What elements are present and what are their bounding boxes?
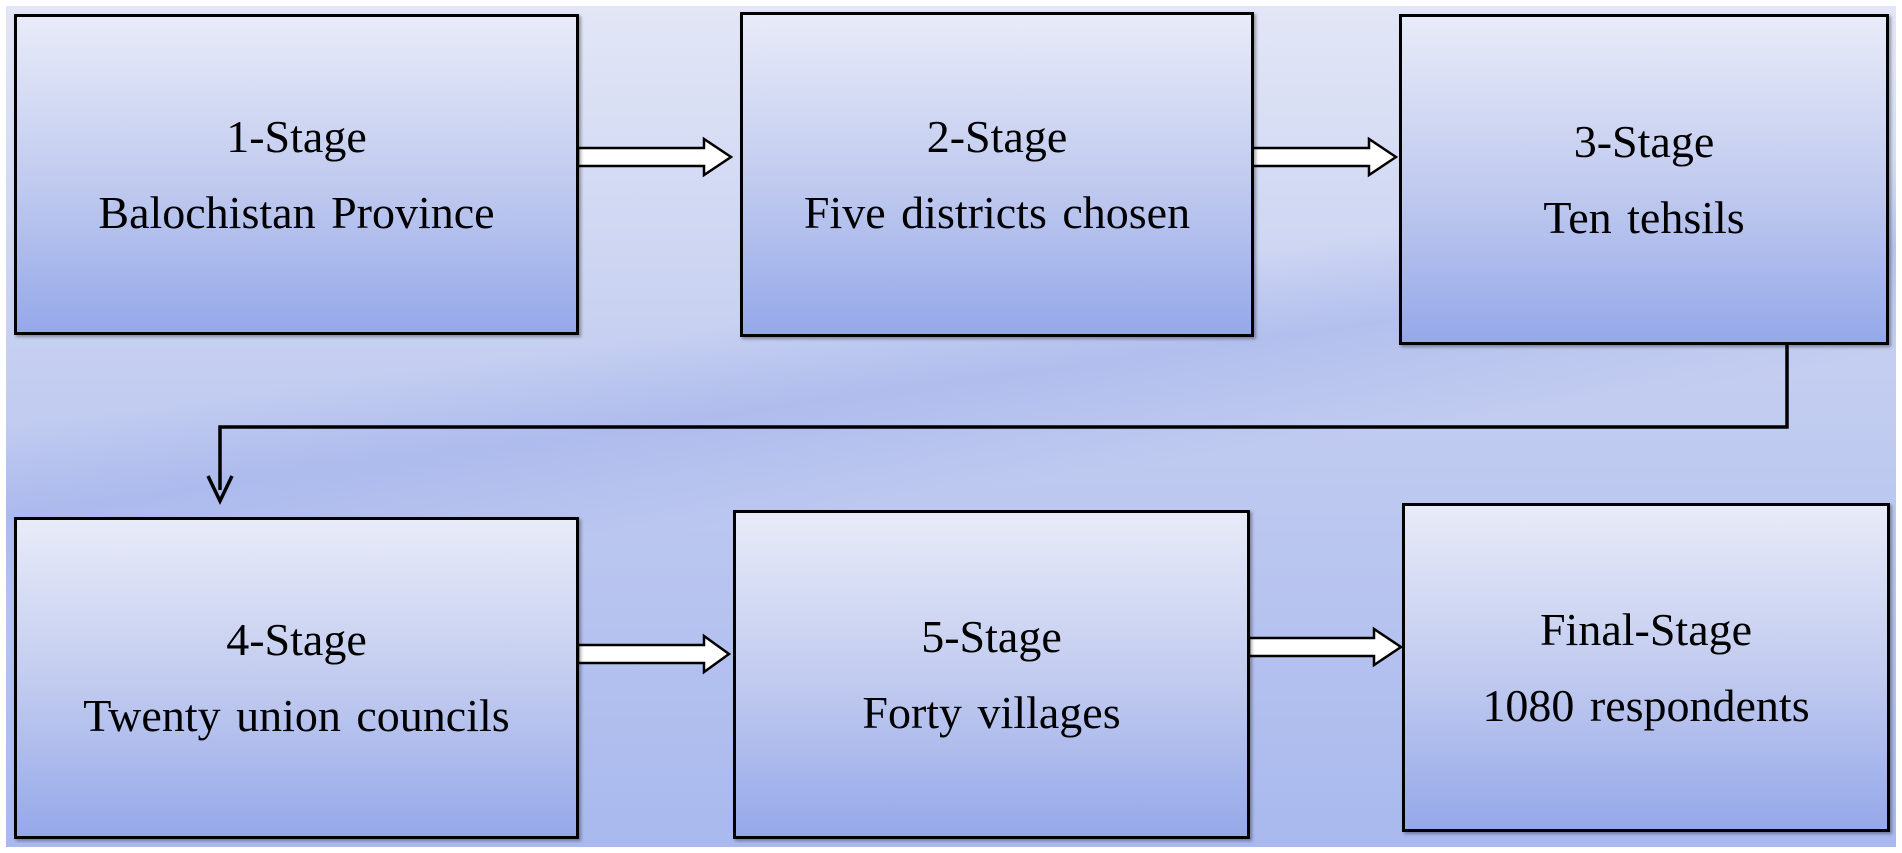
stage-description: Balochistan Province <box>98 186 495 238</box>
stage-box-3: 3-Stage Ten tehsils <box>1399 14 1889 345</box>
stage-box-2: 2-Stage Five districts chosen <box>740 12 1254 337</box>
stage-title: 4-Stage <box>226 614 367 665</box>
stage-title: 1-Stage <box>226 110 367 162</box>
stage-description: Forty villages <box>862 686 1121 738</box>
arrow-stage5-to-final <box>1247 626 1404 668</box>
stage-box-5: 5-Stage Forty villages <box>733 510 1250 839</box>
stage-box-final: Final-Stage 1080 respondents <box>1402 503 1890 832</box>
stage-description: Ten tehsils <box>1543 191 1745 243</box>
stage-box-1: 1-Stage Balochistan Province <box>14 14 579 335</box>
stage-title: Final-Stage <box>1539 603 1753 655</box>
stage-description: 1080 respondents <box>1482 679 1810 731</box>
stage-title: 2-Stage <box>926 110 1068 162</box>
arrow-stage2-to-stage3 <box>1250 136 1399 178</box>
stage-box-4: 4-Stage Twenty union councils <box>14 517 579 839</box>
stage-title: 5-Stage <box>921 610 1062 662</box>
arrow-stage4-to-stage5 <box>576 633 732 675</box>
stage-description: Twenty union councils <box>83 690 510 741</box>
stage-title: 3-Stage <box>1573 115 1715 167</box>
connector-stage3-to-stage4 <box>218 345 1789 490</box>
stage-description: Five districts chosen <box>803 186 1191 238</box>
arrow-stage1-to-stage2 <box>576 136 734 178</box>
connector-arrowhead <box>206 475 234 506</box>
